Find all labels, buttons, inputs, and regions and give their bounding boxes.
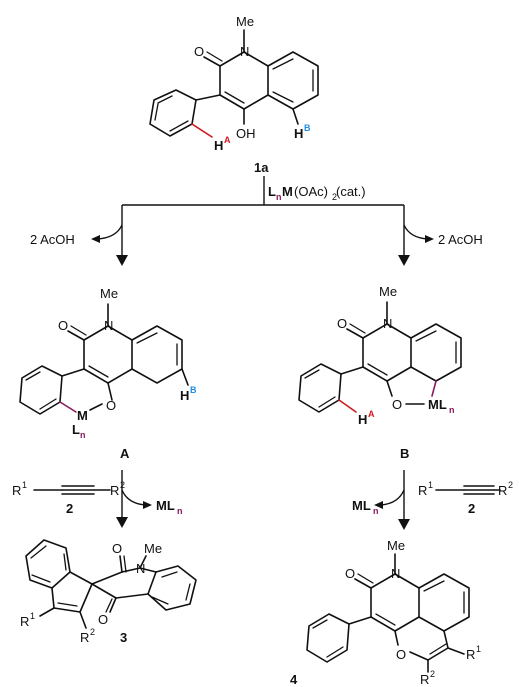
released-ml-sub: n <box>373 506 379 516</box>
atom-label: 2 <box>120 480 125 490</box>
atom-label: M <box>77 408 88 423</box>
atom-label: R <box>418 483 427 498</box>
atom-label: 2 <box>90 627 95 637</box>
atom-label: O <box>58 318 68 333</box>
atom-label: A <box>224 135 231 145</box>
catalyst-lead-sub: n <box>276 192 282 202</box>
atom-label: 2 <box>430 669 435 679</box>
reagent-label-2: 2 <box>468 501 475 516</box>
intermediate-label-a: A <box>120 446 130 461</box>
atom-label: R <box>20 614 29 629</box>
atom-label: O <box>106 398 116 413</box>
atom-label: N <box>391 566 400 581</box>
atom-label: Me <box>144 541 162 556</box>
branch-lines <box>91 176 434 266</box>
product-label-4: 4 <box>290 672 298 687</box>
atom-label: O <box>337 316 347 331</box>
released-ml: ML <box>352 498 371 513</box>
atom-label: N <box>104 318 113 333</box>
released-ml: ML <box>156 498 175 513</box>
atom-label: Me <box>100 286 118 301</box>
atom-label: O <box>112 541 122 556</box>
atom-label: R <box>498 483 507 498</box>
released-ml-sub: n <box>177 506 183 516</box>
atom-label: O <box>396 647 406 662</box>
atom-label: N <box>136 561 145 576</box>
catalyst-metal: M <box>282 184 293 199</box>
atom-label: B <box>190 385 197 395</box>
atom-label: N <box>240 44 249 59</box>
atom-label: O <box>345 566 355 581</box>
alkyne-left <box>33 470 152 528</box>
atom-label: H <box>294 126 303 141</box>
atom-label: n <box>80 430 86 440</box>
atom-label: H <box>358 412 367 427</box>
atom-label: Me <box>387 538 405 553</box>
alkyne-right <box>374 470 501 530</box>
atom-label: R <box>12 483 21 498</box>
atom-label: Me <box>379 284 397 299</box>
structure-1a <box>149 29 319 138</box>
atom-label: 1 <box>428 480 433 490</box>
atom-label: O <box>98 612 108 627</box>
atom-label: R <box>110 483 119 498</box>
catalyst-lead: L <box>268 184 276 199</box>
structure-intermediate-a <box>19 303 189 415</box>
atom-label: L <box>72 422 80 437</box>
atom-label: 1 <box>30 611 35 621</box>
atom-label: B <box>304 123 311 133</box>
atom-label: H <box>214 138 223 153</box>
byproduct-left: 2 AcOH <box>30 232 75 247</box>
atom-label: R <box>80 630 89 645</box>
structure-product-4 <box>306 553 470 673</box>
atom-label: O <box>392 397 402 412</box>
atom-label: OH <box>236 126 256 141</box>
atom-label: 1 <box>22 480 27 490</box>
catalyst-ligand: (OAc) <box>294 184 328 199</box>
reagent-label-2: 2 <box>66 501 73 516</box>
atom-label: N <box>383 316 392 331</box>
atom-label: 1 <box>476 644 481 654</box>
atom-label: R <box>420 672 429 687</box>
structure-product-3 <box>25 539 197 629</box>
product-label-3: 3 <box>120 630 127 645</box>
byproduct-right: 2 AcOH <box>438 232 483 247</box>
compound-label-1a: 1a <box>254 160 269 175</box>
atom-label: 2 <box>508 480 513 490</box>
catalyst-tag: (cat.) <box>336 184 366 199</box>
atom-label: R <box>466 647 475 662</box>
atom-label: ML <box>428 397 447 412</box>
catalyst-ligand-sub: 2 <box>332 192 337 202</box>
atom-label: A <box>368 409 375 419</box>
intermediate-label-b: B <box>400 446 409 461</box>
atom-label: O <box>194 44 204 59</box>
atom-label: Me <box>236 14 254 29</box>
atom-label: n <box>449 405 455 415</box>
structure-intermediate-b <box>298 301 462 413</box>
atom-label: H <box>180 388 189 403</box>
